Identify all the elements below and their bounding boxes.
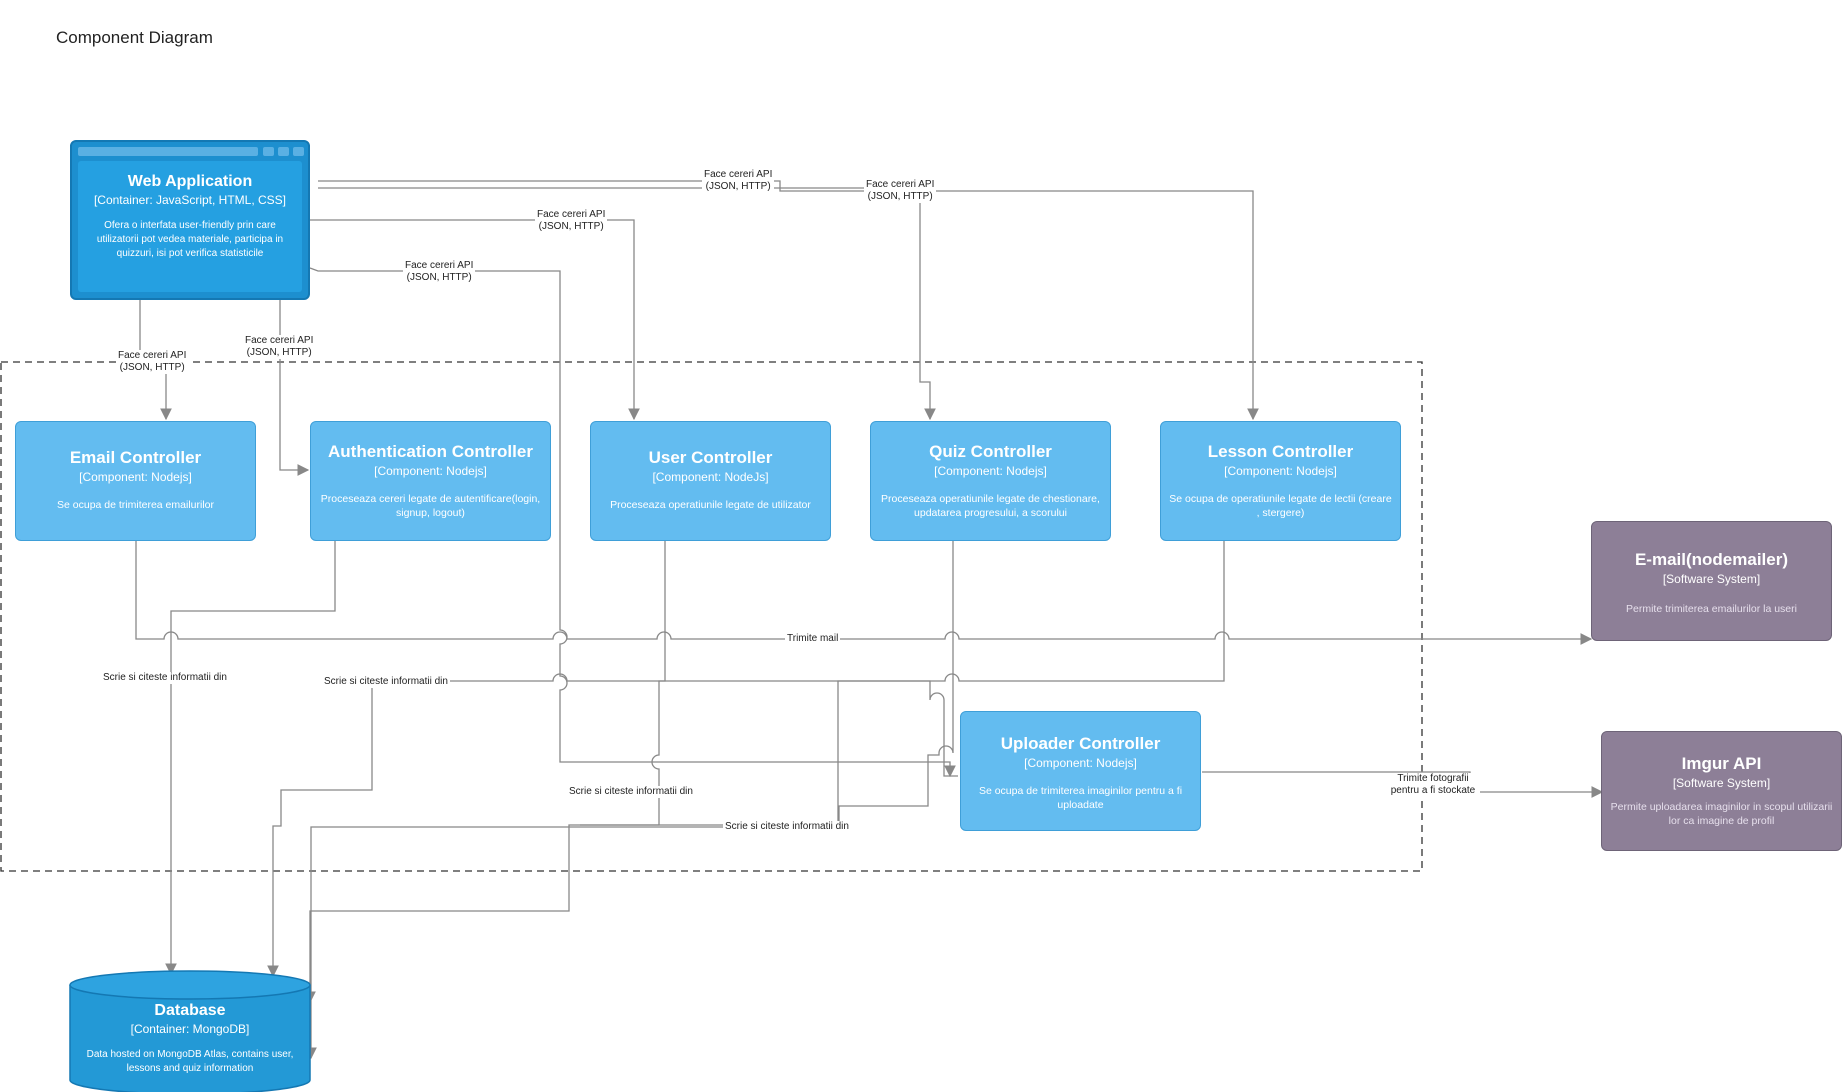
edge-label-api-lesson: Face cereri API (JSON, HTTP) [702, 169, 775, 193]
system-boundary [0, 361, 1423, 872]
edge-web-to-uploader [309, 267, 956, 778]
component-desc: Proceseaza operatiunile legate de utiliz… [610, 499, 811, 511]
edge-label-imgur: Trimite fotografii pentru a fi stockate [1386, 773, 1480, 797]
database-tech: [Container: MongoDB] [130, 1022, 250, 1036]
uploader-controller-node[interactable]: Uploader Controller [Component: Nodejs] … [960, 711, 1201, 831]
edge-label-db-auth: Scrie si citeste informatii din [101, 672, 229, 684]
edge-label-api-uploader: Face cereri API (JSON, HTTP) [403, 260, 476, 284]
external-name: Imgur API [1681, 754, 1762, 773]
edge-label-db-uploader: Scrie si citeste informatii din [723, 821, 851, 833]
window-dot [263, 147, 274, 156]
external-desc: Permite trimiterea emailurilor la useri [1626, 603, 1797, 615]
edge-web-to-quiz [318, 187, 936, 421]
component-tech: [Component: Nodejs] [934, 464, 1047, 478]
external-tech: [Software System] [1672, 776, 1771, 790]
component-name: User Controller [648, 448, 773, 467]
edge-email-to-nodemailer [135, 541, 1593, 645]
edge-label-send-mail: Trimite mail [785, 633, 841, 645]
web-application-body: Web Application [Container: JavaScript, … [78, 161, 302, 292]
database-cylinder [69, 970, 311, 1092]
user-controller-node[interactable]: User Controller [Component: NodeJs] Proc… [590, 421, 831, 541]
edge-label-api-user: Face cereri API (JSON, HTTP) [535, 209, 608, 233]
edge-user-to-db [304, 541, 666, 1004]
quiz-controller-node[interactable]: Quiz Controller [Component: Nodejs] Proc… [870, 421, 1111, 541]
edge-auth-to-db [165, 541, 336, 976]
component-desc: Se ocupa de trimiterea emailurilor [57, 499, 214, 511]
lesson-controller-node[interactable]: Lesson Controller [Component: Nodejs] Se… [1160, 421, 1401, 541]
database-name: Database [154, 1002, 226, 1019]
email-controller-node[interactable]: Email Controller [Component: Nodejs] Se … [15, 421, 256, 541]
window-dot [293, 147, 304, 156]
component-name: Lesson Controller [1207, 442, 1354, 461]
window-dot [278, 147, 289, 156]
diagram-title: Component Diagram [56, 28, 213, 47]
edge-label-db-user: Scrie si citeste informatii din [567, 786, 695, 798]
window-titlebar [78, 147, 258, 156]
component-desc: Proceseaza operatiunile legate de chesti… [881, 493, 1100, 519]
component-name: Authentication Controller [328, 442, 533, 461]
edge-web-to-user [310, 219, 640, 421]
external-desc: Permite uploadarea imaginilor in scopul … [1610, 801, 1833, 827]
component-desc: Proceseaza cereri legate de autentificar… [320, 493, 541, 519]
database-node[interactable]: Database [Container: MongoDB] Data hoste… [70, 1002, 310, 1076]
database-desc: Data hosted on MongoDB Atlas, contains u… [86, 1049, 294, 1074]
edge-lesson-to-db [267, 541, 1225, 978]
web-application-name: Web Application [127, 173, 253, 190]
edge-web-to-auth [279, 300, 310, 476]
component-tech: [Component: Nodejs] [79, 470, 192, 484]
component-tech: [Component: Nodejs] [374, 464, 487, 478]
web-application-tech: [Container: JavaScript, HTML, CSS] [93, 193, 287, 207]
edge-label-api-auth: Face cereri API (JSON, HTTP) [243, 335, 316, 359]
edge-label-api-email: Face cereri API (JSON, HTTP) [116, 350, 189, 374]
component-tech: [Component: NodeJs] [652, 470, 769, 484]
component-desc: Se ocupa de operatiunile legate de lecti… [1169, 493, 1392, 519]
component-tech: [Component: Nodejs] [1024, 756, 1137, 770]
component-tech: [Component: Nodejs] [1224, 464, 1337, 478]
edge-uploader-to-db [305, 680, 958, 1060]
edge-quiz-to-db [580, 541, 954, 826]
nodemailer-system-node[interactable]: E-mail(nodemailer) [Software System] Per… [1591, 521, 1832, 641]
external-tech: [Software System] [1662, 572, 1761, 586]
component-desc: Se ocupa de trimiterea imaginilor pentru… [978, 785, 1183, 811]
edge-label-db-lesson: Scrie si citeste informatii din [322, 676, 450, 688]
authentication-controller-node[interactable]: Authentication Controller [Component: No… [310, 421, 551, 541]
web-application-node[interactable]: Web Application [Container: JavaScript, … [70, 140, 310, 300]
edge-label-api-quiz: Face cereri API (JSON, HTTP) [864, 179, 937, 203]
component-name: Email Controller [69, 448, 202, 467]
component-name: Quiz Controller [929, 442, 1052, 461]
imgur-system-node[interactable]: Imgur API [Software System] Permite uplo… [1601, 731, 1842, 851]
component-name: Uploader Controller [1000, 734, 1161, 753]
web-application-desc: Ofera o interfata user-friendly prin car… [96, 220, 284, 259]
edge-web-to-lesson [318, 180, 1259, 421]
external-name: E-mail(nodemailer) [1634, 550, 1789, 569]
